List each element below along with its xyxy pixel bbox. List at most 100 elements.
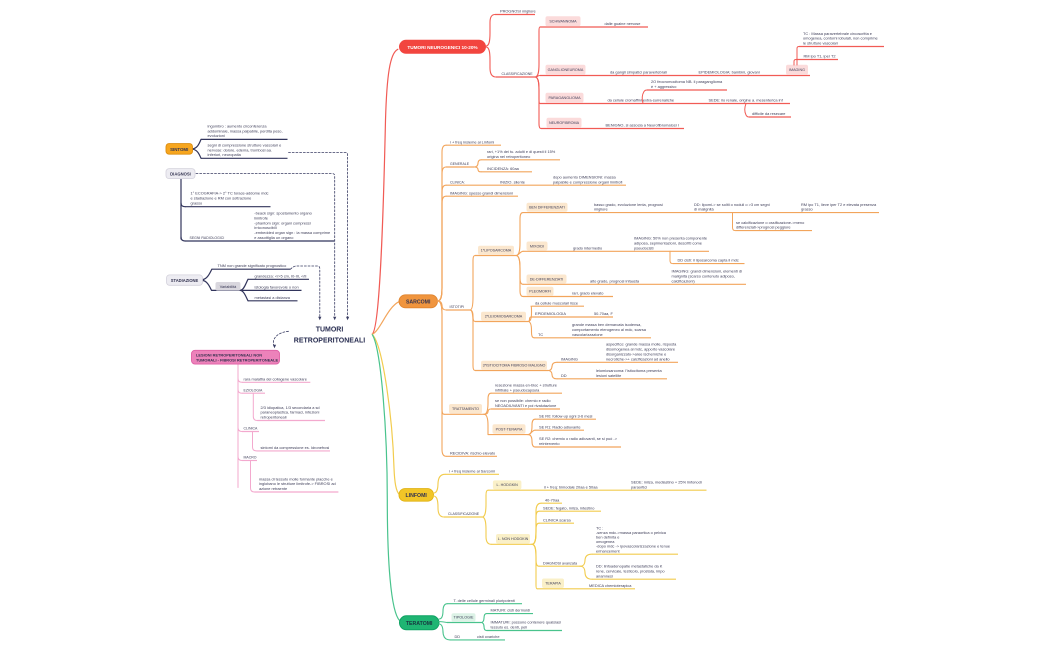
svg-text:basso grado, evoluzione lenta,: basso grado, evoluzione lenta, prognosi — [594, 202, 663, 207]
svg-text:SEDE: ilo renale, origine a. m: SEDE: ilo renale, origine a. mesenterica… — [709, 98, 784, 103]
svg-text:inglobano le strutture limitro: inglobano le strutture limitrofe-> FIBRO… — [259, 481, 336, 486]
svg-text:INCIDENZA: 60aa: INCIDENZA: 60aa — [487, 166, 520, 171]
svg-text:LESIONI RETROPERITONEALI NON: LESIONI RETROPERITONEALI NON — [196, 353, 262, 358]
svg-text:dopo aumento DIMENSIONI: massa: dopo aumento DIMENSIONI: massa — [553, 174, 617, 179]
svg-text:SEDE: fegato, milza, intestino: SEDE: fegato, milza, intestino — [543, 505, 594, 510]
svg-text:TRATTAMENTO: TRATTAMENTO — [452, 407, 479, 411]
svg-text:TC :: TC : — [596, 525, 603, 530]
svg-text:T. delle cellule germinali plu: T. delle cellule germinali pluripotenti — [454, 598, 516, 603]
svg-text:MACRO: MACRO — [244, 456, 257, 460]
svg-text:palpabile e compressione organ: palpabile e compressione organi limitrof… — [553, 179, 623, 184]
svg-text:da cellule muscolari lisce: da cellule muscolari lisce — [535, 300, 578, 305]
svg-text:e stadiazione e RM con sottra: e stadiazione e RM con sottrazione — [191, 196, 252, 201]
svg-text:MIXOIDI: MIXOIDI — [530, 244, 544, 248]
svg-text:nervose: dolore, edema, trombo: nervose: dolore, edema, trombosi aa. — [208, 147, 272, 152]
svg-text:grasso: grasso — [801, 207, 813, 212]
svg-text:irriconoscibili: irriconoscibili — [254, 225, 276, 230]
svg-text:omogenea, contorni lobulati, n: omogenea, contorni lobulati, non comprim… — [803, 36, 878, 41]
svg-text:DIAGNOSI: DIAGNOSI — [170, 172, 191, 177]
svg-text:TUMORI NEUROGENICI 10-20%: TUMORI NEUROGENICI 10-20% — [407, 45, 478, 50]
svg-text:TERAPIA: TERAPIA — [545, 582, 561, 586]
svg-text:ISTOTIPI: ISTOTIPI — [450, 305, 465, 309]
svg-text:calcificazioni): calcificazioni) — [672, 278, 696, 283]
svg-text:PARAGANGLIOMA: PARAGANGLIOMA — [548, 96, 581, 100]
svg-text:alto grado, prognosi infausta: alto grado, prognosi infausta — [590, 278, 640, 283]
svg-text:migliore: migliore — [594, 207, 608, 212]
svg-text:adiposa, sepimentazioni, descr: adiposa, sepimentazioni, descritti come — [634, 241, 702, 246]
svg-text:lesioni satellite: lesioni satellite — [596, 373, 621, 378]
svg-text:POST-TERAPIA: POST-TERAPIA — [496, 427, 523, 431]
svg-text:cisti ovariche: cisti ovariche — [477, 634, 500, 639]
svg-text:necrotiche->+ calcificazioni a: necrotiche->+ calcificazioni ad anello — [606, 356, 670, 361]
svg-text:IMAGING: spesso grandi dimensi: IMAGING: spesso grandi dimensioni — [450, 190, 513, 195]
svg-text:TC : Massa paravertebrale circ: TC : Massa paravertebrale circoscritta e — [803, 31, 872, 36]
svg-text:grasso: grasso — [191, 201, 203, 206]
svg-text:IMAGING: 50% non presenta comp: IMAGING: 50% non presenta componente — [634, 236, 707, 241]
svg-text:resezione massa en-bloc + stru: resezione massa en-bloc + strutture — [495, 382, 557, 387]
svg-text:se non possibile: chemio e rad: se non possibile: chemio e radio — [495, 398, 551, 403]
svg-text:-beack sign: spostamento organ: -beack sign: spostamento organo — [254, 211, 312, 216]
svg-text:azione retraente: azione retraente — [259, 486, 287, 491]
svg-text:differenziati->prognosi peggio: differenziati->prognosi peggiore — [736, 225, 791, 230]
svg-text:PLEOMORFI: PLEOMORFI — [529, 290, 551, 294]
svg-text:le strutture vascolari: le strutture vascolari — [803, 41, 838, 46]
svg-text:-senza mdc->massa paraortica o: -senza mdc->massa paraortica o pelvica — [596, 530, 667, 535]
svg-text:limitrofe: limitrofe — [254, 215, 268, 220]
svg-text:EPIDEMIOLOGIA: EPIDEMIOLOGIA — [535, 311, 566, 316]
svg-text:SINTOMI: SINTOMI — [170, 147, 188, 152]
svg-text:CLASSIFICAZIONE: CLASSIFICAZIONE — [502, 72, 534, 76]
svg-text:Variabilità: Variabilità — [220, 285, 237, 289]
svg-text:e assottiglia un organo: e assottiglia un organo — [254, 235, 293, 240]
svg-text:-phantom sign: organi compress: -phantom sign: organi compressi — [254, 220, 311, 225]
svg-text:TC: TC — [538, 332, 543, 337]
svg-text:ingombro : aumento circonferen: ingombro : aumento circonferenza — [208, 123, 268, 128]
svg-text:-dopo mdc -> ipovascolarizzazi: -dopo mdc -> ipovascolarizzazione e tenu… — [596, 544, 670, 549]
svg-text:PROGNOSI migliore: PROGNOSI migliore — [500, 9, 536, 14]
svg-text:CLINICA: CLINICA — [244, 427, 258, 431]
svg-text:da cellule cromaffini extra-su: da cellule cromaffini extra-surrenaliche — [608, 98, 675, 103]
svg-text:EPIDEMIOLOGIA: bambini, giovan: EPIDEMIOLOGIA: bambini, giovani — [699, 70, 760, 75]
svg-text:DD cisti: il liposarcoma capta: DD cisti: il liposarcoma capta il mdc — [678, 258, 739, 263]
svg-text:-embedded organ sign : la mass: -embedded organ sign : la massa comprime — [254, 230, 330, 235]
svg-text:1° ECOGRAFIA-> 2° TC torace-ad: 1° ECOGRAFIA-> 2° TC torace-addome mdc — [191, 191, 269, 196]
svg-text:malignità (scarso contenuto ad: malignità (scarso contenuto adiposo, — [672, 274, 735, 279]
svg-text:SEGNI RADIOLOGICI: SEGNI RADIOLOGICI — [190, 236, 225, 240]
svg-text:INIZIO. silente: INIZIO. silente — [500, 179, 525, 184]
svg-text:DD: linfoadenopatie metastatic: DD: linfoadenopatie metastatiche da K — [596, 564, 663, 569]
svg-text:disomogenea al mdc, apporto va: disomogenea al mdc, apporto vascolare — [606, 347, 675, 352]
svg-text:difficile da resecare: difficile da resecare — [752, 111, 785, 116]
svg-text:IMAGING: grandi dimensioni, el: IMAGING: grandi dimensioni, elementi di — [672, 269, 743, 274]
svg-text:i + freq insieme ai Linfomi: i + freq insieme ai Linfomi — [450, 139, 494, 144]
svg-text:CLINICA scarsa: CLINICA scarsa — [543, 517, 572, 522]
svg-text:NEOADIUVANTI e poi rivalutazio: NEOADIUVANTI e poi rivalutazione — [495, 403, 556, 408]
svg-text:L. NON HODGKIN: L. NON HODGKIN — [498, 537, 529, 541]
svg-text:SEDE: milza, mediastino + 25%: SEDE: milza, mediastino + 25% linfonodi — [631, 479, 702, 484]
svg-text:aspecifico: grande massa molle: aspecifico: grande massa molle, risposta — [606, 342, 677, 347]
svg-text:tessuto es. denti, peli: tessuto es. denti, peli — [491, 625, 528, 630]
svg-text:DIAGNOSI avanzata: DIAGNOSI avanzata — [543, 561, 578, 565]
svg-text:SE R0: follow-up ogni 3-6 mesi: SE R0: follow-up ogni 3-6 mesi — [539, 413, 593, 418]
svg-text:DD: DD — [561, 373, 567, 378]
svg-text:comportamento eterogeneo al md: comportamento eterogeneo al mdc, scarsa — [572, 327, 647, 332]
svg-text:DD: lipomi-> se soliti o nodul: DD: lipomi-> se soliti o noduli o >3 cm … — [694, 202, 770, 207]
svg-text:il + freq: bimodale 20aa e 50a: il + freq: bimodale 20aa e 50aa — [544, 484, 598, 489]
svg-text:NEUROFIBROMA: NEUROFIBROMA — [549, 121, 580, 125]
svg-text:2/3 idiopatica, 1/3 secondaria: 2/3 idiopatica, 1/3 secondaria a sd — [261, 405, 320, 410]
svg-text:LINFOMI: LINFOMI — [406, 493, 428, 499]
svg-text:TNM non grande significato pro: TNM non grande significato prognostico — [218, 263, 287, 268]
svg-text:CLINICA:: CLINICA: — [450, 180, 465, 184]
svg-text:IMAGING: IMAGING — [561, 356, 578, 361]
svg-text:istologia favorevole o non: istologia favorevole o non — [255, 284, 299, 289]
svg-text:rene, cervicale, testicolo, pr: rene, cervicale, testicolo, prostata, im… — [596, 568, 665, 573]
svg-text:GANGLIONEUROMA: GANGLIONEUROMA — [548, 68, 584, 72]
svg-text:RM ipo T1, iper T2: RM ipo T1, iper T2 — [804, 54, 836, 59]
svg-text:TUMORALI - FIBROSI RETROPERITO: TUMORALI - FIBROSI RETROPERITONEALE — [196, 358, 278, 363]
svg-text:rara malattia del collagene va: rara malattia del collagene vascolare — [244, 376, 307, 381]
svg-text:GENERALE: GENERALE — [450, 162, 470, 166]
svg-text:TIPOLOGIE: TIPOLOGIE — [454, 616, 474, 620]
svg-text:grado intermedio: grado intermedio — [573, 245, 602, 250]
svg-text:MATURI: cisti dermoidi: MATURI: cisti dermoidi — [491, 608, 531, 613]
svg-text:vascolarizzazione: vascolarizzazione — [572, 332, 603, 337]
svg-text:RM ipo T1, lieve iper T2 e ele: RM ipo T1, lieve iper T2 e elevata prese… — [801, 202, 877, 207]
svg-text:SE R2: chemio o radio adiuvant: SE R2: chemio o radio adiuvanti, se si p… — [539, 436, 618, 441]
